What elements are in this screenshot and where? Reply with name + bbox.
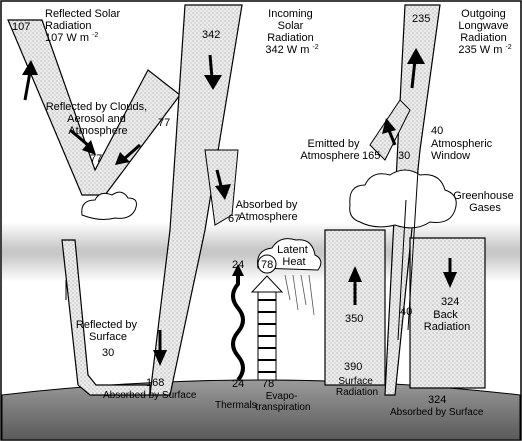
value-350: 350	[345, 313, 363, 325]
outgoing-line4: 235 W m	[458, 44, 502, 56]
label-incoming-solar: Incoming Solar Radiation 342 W m -2	[265, 8, 318, 56]
cloud-left	[81, 191, 137, 220]
outgoing-line1: Outgoing	[461, 8, 506, 20]
value-235: 235	[412, 13, 430, 25]
label-latent-heat: Latent Heat	[277, 244, 311, 268]
label-absorbed-atmosphere: Absorbed by Atmosphere	[236, 199, 301, 223]
surface-rad-line2: Radiation	[336, 387, 378, 398]
value-390: 390	[344, 361, 362, 373]
emitted-line2: Atmosphere	[300, 150, 359, 162]
incoming-line4: 342 W m	[265, 44, 309, 56]
reflected-surface-band	[61, 239, 151, 396]
reflected-solar-band	[7, 19, 181, 196]
value-77-right: 77	[158, 117, 170, 129]
label-evapotranspiration: Evapo- transpiration	[255, 391, 310, 413]
label-reflected-solar: Reflected Solar Radiation 107 W m -2	[45, 8, 123, 44]
label-absorbed-surface-left: Absorbed by Surface	[103, 390, 197, 401]
greenhouse-line1: Greenhouse	[453, 190, 514, 202]
reflected-solar-line3: 107 W m	[45, 32, 89, 44]
value-78-evap: 78	[262, 378, 274, 390]
flow-arrows	[22, 48, 457, 366]
incoming-line2: Solar	[278, 20, 304, 32]
reflected-clouds-line1: Reflected by Clouds,	[46, 101, 148, 113]
value-77-left: 77	[90, 153, 102, 165]
label-outgoing-longwave: Outgoing Longwave Radiation 235 W m -2	[458, 8, 511, 56]
incoming-exp: -2	[312, 44, 318, 51]
latent-line2: Heat	[282, 256, 305, 268]
value-78-circle	[257, 254, 277, 274]
reflected-solar-line1: Reflected Solar	[45, 8, 121, 20]
reflected-surface-line1: Reflected by	[76, 319, 138, 331]
back-radiation-box	[409, 237, 486, 389]
thin-arrows	[65, 169, 419, 341]
cloud-right	[349, 169, 457, 229]
incoming-solar-band	[149, 4, 243, 396]
rain-lines	[284, 274, 315, 316]
absorbed-atmos-line1: Absorbed by	[236, 199, 298, 211]
outgoing-exp: -2	[505, 44, 511, 51]
label-reflected-clouds: Reflected by Clouds, Aerosol and Atmosph…	[46, 101, 151, 137]
label-absorbed-surface-right: Absorbed by Surface	[390, 407, 484, 418]
evapotranspiration-arrow	[250, 275, 284, 381]
latent-line1: Latent	[277, 244, 308, 256]
value-342: 342	[202, 29, 220, 41]
window-line1: Atmospheric	[431, 138, 493, 150]
value-324-surface: 324	[428, 394, 446, 406]
thermals-arrow-head	[232, 264, 244, 276]
value-324-back: 324	[441, 296, 459, 308]
outgoing-line3: Radiation	[460, 32, 506, 44]
reflected-clouds-line2: Aerosol and	[67, 113, 126, 125]
value-40-surface: 40	[400, 306, 412, 318]
value-165: 165	[362, 150, 380, 162]
label-reflected-surface: Reflected by Surface	[76, 319, 140, 343]
label-surface-radiation: Surface Radiation	[336, 376, 378, 398]
value-78-latent: 78	[261, 259, 273, 271]
back-line2: Radiation	[424, 321, 470, 333]
label-greenhouse-gases: Greenhouse Gases	[453, 190, 517, 214]
thermals-arrow	[231, 272, 245, 382]
incoming-line3: Radiation	[267, 32, 313, 44]
emitted-line1: Emitted by	[307, 138, 359, 150]
evap-line2: transpiration	[255, 402, 310, 413]
greenhouse-line2: Gases	[469, 202, 501, 214]
value-30-window: 30	[398, 150, 410, 162]
value-24-thermals-top: 24	[232, 259, 244, 271]
reflected-surface-line2: Surface	[89, 331, 127, 343]
value-40-window: 40	[431, 125, 443, 137]
outgoing-line2: Longwave	[458, 20, 508, 32]
absorbed-atmos-line2: Atmosphere	[238, 211, 297, 223]
reflected-solar-line2: Radiation	[45, 20, 91, 32]
value-107: 107	[12, 21, 30, 33]
window-line2: Window	[431, 150, 470, 162]
label-back-radiation: Back Radiation	[424, 309, 470, 333]
label-thermals: Thermals	[215, 400, 257, 411]
reflected-clouds-line3: Atmosphere	[68, 125, 127, 137]
value-168: 168	[146, 377, 164, 389]
evap-line1: Evapo-	[266, 391, 298, 402]
reflected-solar-exp: -2	[92, 32, 98, 39]
surface-radiation-box	[324, 229, 386, 386]
incoming-line1: Incoming	[268, 8, 313, 20]
surface-rad-line1: Surface	[338, 376, 373, 387]
value-67: 67	[228, 213, 240, 225]
value-24-thermals: 24	[232, 378, 244, 390]
label-emitted-atmosphere: Emitted by Atmosphere	[300, 138, 362, 162]
value-30-surface: 30	[102, 347, 114, 359]
back-line1: Back	[433, 309, 458, 321]
label-atmospheric-window: Atmospheric Window	[431, 138, 495, 162]
